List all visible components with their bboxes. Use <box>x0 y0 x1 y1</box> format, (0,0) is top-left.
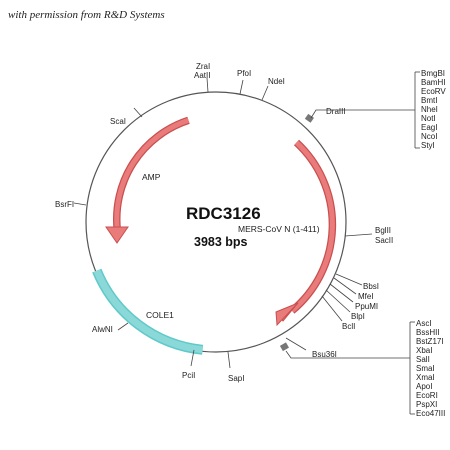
site-label-scai: ScaI <box>110 117 126 126</box>
site-ticks <box>73 71 420 415</box>
mcs1-site: BmgBI <box>421 69 445 78</box>
site-label-ppumi: PpuMI <box>355 302 378 311</box>
insert-arrowhead-tip <box>275 302 299 327</box>
site-label-sapi: SapI <box>228 374 244 383</box>
mcs2-site: BstZ17I <box>416 337 444 346</box>
plasmid-name: RDC3126 <box>186 204 261 223</box>
cole1-label: COLE1 <box>146 310 174 320</box>
mcs2-site-list: AscI BssHII BstZ17I XbaI SalI SmaI XmaI … <box>416 319 445 418</box>
site-label-zral: ZraI <box>196 62 210 71</box>
mcs2-site: SalI <box>416 355 430 364</box>
mcs2-site: PspXI <box>416 400 437 409</box>
mcs1-site: NcoI <box>421 132 437 141</box>
mcs2-site: BssHII <box>416 328 440 337</box>
site-label-bcli: BclI <box>342 322 355 331</box>
mcs1-site: BamHI <box>421 78 445 87</box>
mcs2-site: ApoI <box>416 382 432 391</box>
mcs2-site: XbaI <box>416 346 432 355</box>
mcs2-marker <box>279 342 289 352</box>
mcs2-site: SmaI <box>416 364 435 373</box>
mcs1-site: BmtI <box>421 96 437 105</box>
site-label-blpi: BlpI <box>351 312 365 321</box>
amp-label: AMP <box>142 172 161 182</box>
mcs1-site: StyI <box>421 141 435 150</box>
mcs2-site: Eco47III <box>416 409 445 418</box>
mcs1-site-list: BmgBI BamHI EcoRV BmtI NheI NotI EagI Nc… <box>421 69 446 150</box>
mcs2-site: EcoRI <box>416 391 438 400</box>
site-label-aatii: AatII <box>194 71 210 80</box>
site-label-alwni: AlwNI <box>92 325 113 334</box>
permission-caption: with permission from R&D Systems <box>8 9 165 21</box>
site-label-bglii: BglII <box>375 226 391 235</box>
site-label-pcii: PciI <box>182 371 195 380</box>
insert-feature-fill <box>290 140 335 313</box>
site-label-draiii: DraIII <box>326 107 346 116</box>
plasmid-size: 3983 bps <box>194 235 248 249</box>
site-label-bbsi: BbsI <box>363 282 379 291</box>
site-label-mfei: MfeI <box>358 292 374 301</box>
site-label-sacii: SacII <box>375 236 393 245</box>
mcs1-marker <box>304 113 314 123</box>
site-label-pfoi: PfoI <box>237 69 251 78</box>
mcs2-site: AscI <box>416 319 432 328</box>
mcs1-site: NheI <box>421 105 438 114</box>
site-label-bsu36i: Bsu36I <box>312 350 337 359</box>
insert-name: MERS-CoV N (1-411) <box>238 224 320 234</box>
site-label-ndei: NdeI <box>268 77 285 86</box>
mcs2-site: XmaI <box>416 373 435 382</box>
mcs1-site: EcoRV <box>421 87 446 96</box>
mcs1-site: EagI <box>421 123 437 132</box>
mcs1-site: NotI <box>421 114 436 123</box>
cole1-feature-highlight <box>93 269 203 354</box>
plasmid-backbone <box>85 91 347 353</box>
site-label-bsrfi: BsrFI <box>55 200 74 209</box>
amp-arrowhead <box>105 226 129 244</box>
amp-feature-fill <box>114 117 190 231</box>
